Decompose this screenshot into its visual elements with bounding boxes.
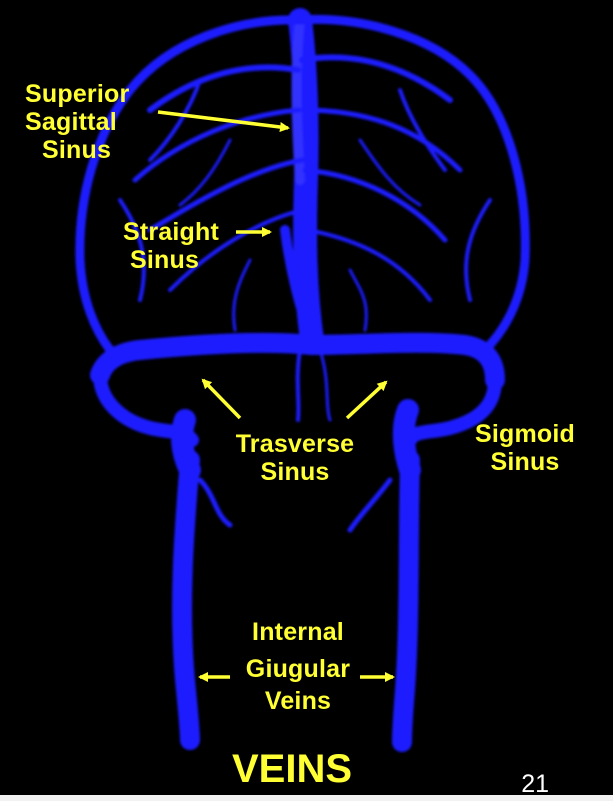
- label-straight-sinus: Straight Sinus: [108, 218, 234, 274]
- label-line: Giugular: [218, 655, 378, 683]
- label-transverse-sinus: Trasverse Sinus: [215, 430, 375, 486]
- arrow-transverse-sinus-left: [203, 380, 240, 418]
- transverse-sinus-vessel: [100, 343, 312, 375]
- label-sigmoid-sinus: Sigmoid Sinus: [455, 420, 595, 476]
- label-line: Veins: [218, 687, 378, 715]
- label-line: Superior: [25, 80, 129, 108]
- label-line: Straight: [108, 218, 234, 246]
- internal-jugular-vein-right: [402, 460, 410, 742]
- internal-jugular-vein-left: [182, 460, 190, 740]
- slide-title: VEINS: [232, 747, 352, 792]
- label-superior-sagittal-sinus: Superior Sagittal Sinus: [25, 80, 129, 164]
- label-line: Sinus: [215, 458, 375, 486]
- label-line: Sagittal: [25, 108, 129, 136]
- label-line: Sinus: [25, 136, 129, 164]
- pointer-arrows: [158, 112, 393, 677]
- label-line: Sinus: [455, 448, 595, 476]
- label-line: Sinus: [108, 246, 234, 274]
- label-line: Internal: [218, 618, 378, 646]
- bottom-edge: [0, 795, 613, 801]
- label-line: Sigmoid: [455, 420, 595, 448]
- label-line: Trasverse: [215, 430, 375, 458]
- label-internal-jugular-veins: Internal Giugular Veins: [218, 618, 378, 715]
- arrow-transverse-sinus-right: [347, 382, 386, 418]
